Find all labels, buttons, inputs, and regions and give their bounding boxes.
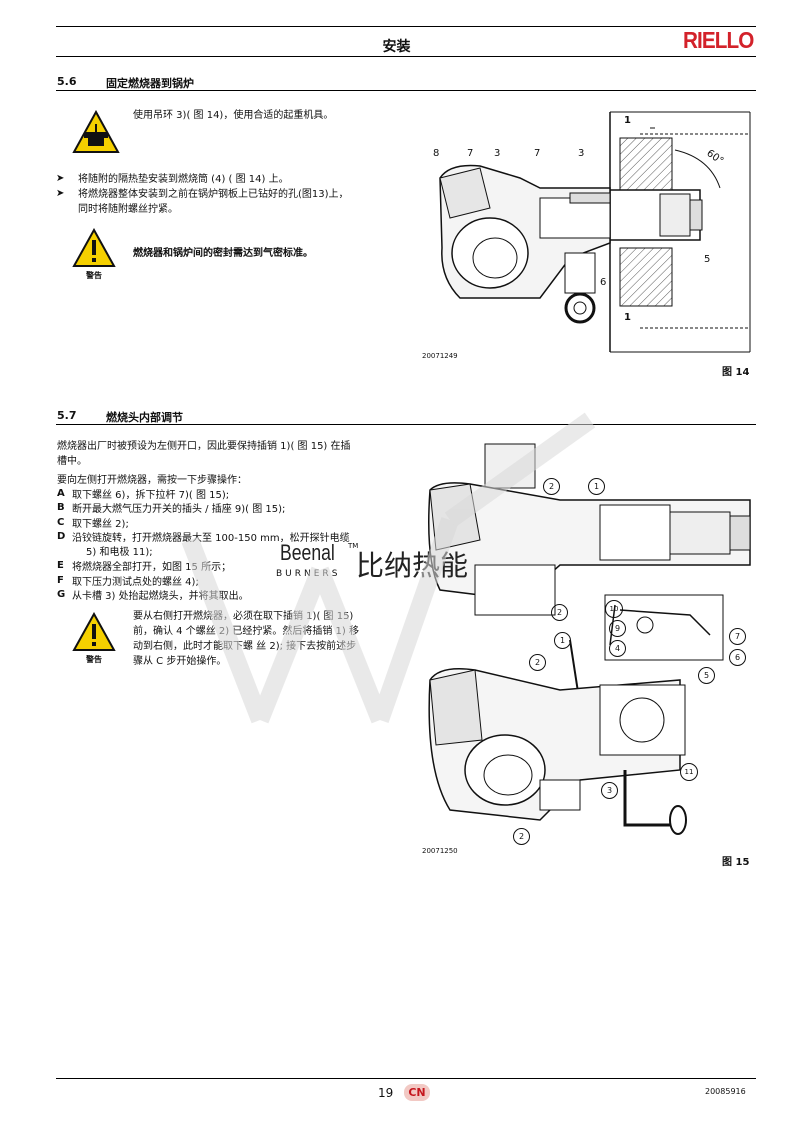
step-text-e: 将燃烧器全部打开，如图 15 所示； xyxy=(72,562,232,573)
right-open-warning-2: 前，确认 4 个螺丝 2) 已经拧紧。然后将插销 1) 移 xyxy=(133,626,359,637)
callout-label: 4 xyxy=(614,644,621,653)
warning-icon xyxy=(72,228,116,267)
watermark-graphic xyxy=(181,412,596,724)
step-text-f: 取下压力测试点处的螺丝 4); xyxy=(72,577,199,588)
callout-1-bottom: 1 xyxy=(624,312,631,323)
footer-rule xyxy=(56,1078,756,1079)
callout-circle-1: 1 xyxy=(588,478,605,495)
warning-caption: 警告 xyxy=(86,271,102,280)
section-5-6-rule xyxy=(56,90,756,91)
callout-circle-11: 11 xyxy=(680,763,698,781)
step-text-d-cont: 5) 和电极 11); xyxy=(86,547,153,558)
callout-label: 6 xyxy=(734,653,741,662)
callout-circle-2: 2 xyxy=(543,478,560,495)
step-text-g: 从卡槽 3) 处抬起燃烧头，并将其取出。 xyxy=(72,591,249,602)
callout-label: 11 xyxy=(684,768,694,776)
step-letter-b: B xyxy=(57,502,65,513)
step-text-d: 沿铰链旋转，打开燃烧器最大至 100-150 mm，松开探针电缆 xyxy=(72,533,350,544)
callout-1-top: 1 xyxy=(624,115,631,126)
figure-15-label: 图 15 xyxy=(722,857,750,868)
bullet-text-2a: 将燃烧器整体安装到之前在锅炉钢板上已钻好的孔(图13)上， xyxy=(78,189,349,200)
watermark-tm: TM xyxy=(348,542,359,550)
section-5-6-number: 5.6 xyxy=(57,75,77,88)
callout-circle-2b: 2 xyxy=(551,604,568,621)
watermark-cn: 比纳热能 xyxy=(356,549,469,582)
bullet-arrow-icon: ➤ xyxy=(56,173,65,184)
callout-label: 2 xyxy=(534,658,541,667)
intro-line-1: 燃烧器出厂时被预设为左侧开口，因此要保持插销 1)( 图 15) 在插 xyxy=(57,441,351,452)
lift-instruction: 使用吊环 3)( 图 14)，使用合适的起重机具。 xyxy=(133,110,334,121)
figure-15-code: 20071250 xyxy=(422,847,458,855)
header-top-rule xyxy=(56,26,756,27)
figure-15-burner-drawing xyxy=(428,443,751,835)
callout-6: 6 xyxy=(600,277,607,288)
callout-label: 2 xyxy=(548,482,555,491)
figure-14-code: 20071249 xyxy=(422,352,458,360)
document-code: 20085916 xyxy=(705,1087,746,1096)
step-letter-c: C xyxy=(57,517,65,528)
section-5-7-number: 5.7 xyxy=(57,409,77,422)
callout-circle-9: 9 xyxy=(609,620,626,637)
figure-14-burner-drawing xyxy=(439,111,751,353)
bullet-text-2b: 同时将随附螺丝拧紧。 xyxy=(78,204,178,215)
callout-7b: 7 xyxy=(534,148,541,159)
language-badge: CN xyxy=(404,1084,430,1101)
step-text-a: 取下螺丝 6)，拆下拉杆 7)( 图 15); xyxy=(72,490,230,501)
header-bottom-rule xyxy=(56,56,756,57)
callout-label: 1 xyxy=(559,636,566,645)
riello-logo: RIELLO xyxy=(683,27,754,53)
callout-label: 10 xyxy=(609,605,619,613)
warning-caption: 警告 xyxy=(86,655,102,664)
step-text-b: 断开最大燃气压力开关的插头 / 插座 9)( 图 15); xyxy=(72,504,286,515)
watermark-sub: BURNERS xyxy=(276,569,341,579)
callout-5: 5 xyxy=(704,254,711,265)
step-letter-g: G xyxy=(57,589,66,600)
bullet-arrow-icon: ➤ xyxy=(56,188,65,199)
callout-circle-2d: 2 xyxy=(513,828,530,845)
callout-7: 7 xyxy=(467,148,474,159)
lifting-warning-icon xyxy=(72,110,120,153)
right-open-warning-3: 动到右侧，此时才能取下螺 丝 2); 接下去按前述步 xyxy=(133,641,357,652)
right-open-warning-4: 骤从 C 步开始操作。 xyxy=(133,656,227,667)
callout-circle-3: 3 xyxy=(601,782,618,799)
step-letter-d: D xyxy=(57,531,66,542)
right-open-warning-1: 要从右侧打开燃烧器，必须在取下插销 1)( 图 15) xyxy=(133,611,354,622)
seal-warning-text: 燃烧器和锅炉间的密封需达到气密标准。 xyxy=(133,248,313,259)
callout-label: 1 xyxy=(593,482,600,491)
steps-intro: 要向左侧打开燃烧器，需按一下步骤操作： xyxy=(57,475,247,486)
callout-label: 2 xyxy=(556,608,563,617)
watermark-brand: Beenal xyxy=(280,540,335,565)
page-number: 19 xyxy=(378,1086,394,1100)
callout-3: 3 xyxy=(494,148,501,159)
section-5-6-title: 固定燃烧器到锅炉 xyxy=(106,77,194,90)
callout-label: 5 xyxy=(703,671,710,680)
step-letter-a: A xyxy=(57,488,65,499)
bullet-text-1: 将随附的隔热垫安装到燃烧筒 (4) ( 图 14) 上。 xyxy=(78,174,289,185)
warning-icon xyxy=(72,612,116,651)
intro-line-2: 槽中。 xyxy=(57,456,87,467)
callout-label: 2 xyxy=(518,832,525,841)
callout-circle-6: 6 xyxy=(729,649,746,666)
section-5-7-title: 燃烧头内部调节 xyxy=(106,411,183,424)
callout-circle-7: 7 xyxy=(729,628,746,645)
callout-circle-10: 10 xyxy=(605,600,623,618)
step-text-c: 取下螺丝 2); xyxy=(72,519,129,530)
section-5-7-rule xyxy=(56,424,756,425)
step-letter-f: F xyxy=(57,575,64,586)
callout-circle-2c: 2 xyxy=(529,654,546,671)
step-letter-e: E xyxy=(57,560,64,571)
callout-label: 3 xyxy=(606,786,613,795)
callout-circle-4: 4 xyxy=(609,640,626,657)
callout-label: 7 xyxy=(734,632,741,641)
callout-8: 8 xyxy=(433,148,440,159)
callout-circle-5: 5 xyxy=(698,667,715,684)
page-title: 安装 xyxy=(382,39,411,55)
callout-3b: 3 xyxy=(578,148,585,159)
figure-14-label: 图 14 xyxy=(722,367,750,378)
callout-circle-1b: 1 xyxy=(554,632,571,649)
callout-label: 9 xyxy=(614,624,621,633)
